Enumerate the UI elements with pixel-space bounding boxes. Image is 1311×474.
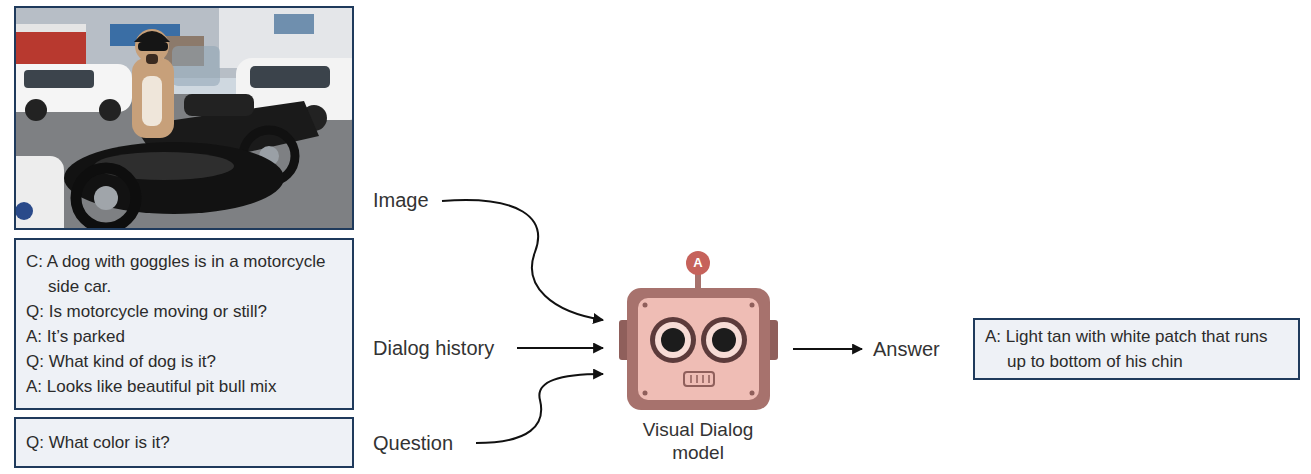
figure-shape	[14, 6, 354, 230]
question-arrow	[476, 374, 603, 443]
figure-shape	[250, 66, 330, 88]
dialog-text: Q: What kind of dog is it?	[26, 349, 342, 374]
figure-shape	[25, 99, 47, 121]
figure-shape	[14, 156, 64, 230]
input-label: Dialog history	[373, 336, 494, 360]
figure-shape	[99, 99, 121, 121]
antenna-badge: A	[688, 256, 708, 270]
figure-shape	[184, 94, 254, 116]
image-arrow	[442, 200, 603, 320]
figure-shape	[146, 54, 158, 64]
figure-shape	[684, 372, 714, 386]
figure-shape	[650, 317, 696, 363]
history-arrow	[517, 347, 603, 349]
figure-shape	[135, 29, 169, 63]
input-label: Image	[373, 188, 429, 212]
figure-shape	[708, 375, 710, 383]
figure-shape	[712, 328, 736, 352]
figure-shape	[661, 328, 685, 352]
output-label: Answer	[873, 337, 940, 361]
figure-shape	[64, 142, 284, 214]
figure-shape	[274, 14, 314, 34]
figure-shape	[132, 58, 174, 138]
answer-arrow	[793, 348, 862, 350]
figure-shape	[172, 46, 220, 86]
figure-shape	[686, 251, 710, 275]
figure-shape	[638, 298, 759, 400]
answer-box: A: Light tan with white patch that runs …	[973, 318, 1300, 380]
robot-icon	[619, 251, 778, 410]
figure-shape	[134, 31, 170, 42]
figure-shape	[701, 317, 747, 363]
question-box: Q: What color is it?	[14, 417, 354, 468]
figure-shape	[24, 70, 94, 88]
model-label: Visual Dialog model	[618, 418, 778, 464]
flow-arrows	[442, 200, 862, 443]
figure-shape	[142, 76, 162, 126]
figure-shape	[15, 7, 353, 229]
dialog-history-box: C: A dog with goggles is in a motorcycle…	[14, 238, 354, 410]
dialog-text: Q: Is motorcycle moving or still?	[26, 299, 342, 324]
figure-shape	[750, 391, 755, 396]
figure-shape	[15, 202, 33, 220]
dialog-text: A: Light tan with white patch that runs …	[985, 324, 1288, 374]
input-label: Question	[373, 431, 453, 455]
figure-shape	[702, 375, 704, 383]
figure-shape	[76, 168, 136, 228]
figure-shape	[643, 391, 648, 396]
figure-shape	[14, 6, 354, 230]
figure-shape	[138, 42, 168, 51]
dialog-text: C: A dog with goggles is in a motorcycle…	[26, 249, 342, 299]
figure-shape	[14, 24, 86, 32]
figure-shape	[696, 375, 698, 383]
figure-shape	[706, 322, 742, 358]
figure-shape	[627, 288, 770, 410]
figure-shape	[643, 303, 648, 308]
figure-shape	[655, 322, 691, 358]
dialog-text: A: Looks like beautiful pit bull mix	[26, 374, 342, 399]
dialog-text: Q: What color is it?	[26, 430, 342, 455]
figure-shape	[94, 186, 118, 210]
figure-shape	[14, 28, 86, 68]
photo-illustration	[0, 6, 366, 246]
figure-shape	[14, 94, 354, 230]
figure-shape	[690, 375, 692, 383]
figure-shape	[750, 303, 755, 308]
dialog-text: A: It’s parked	[26, 324, 342, 349]
